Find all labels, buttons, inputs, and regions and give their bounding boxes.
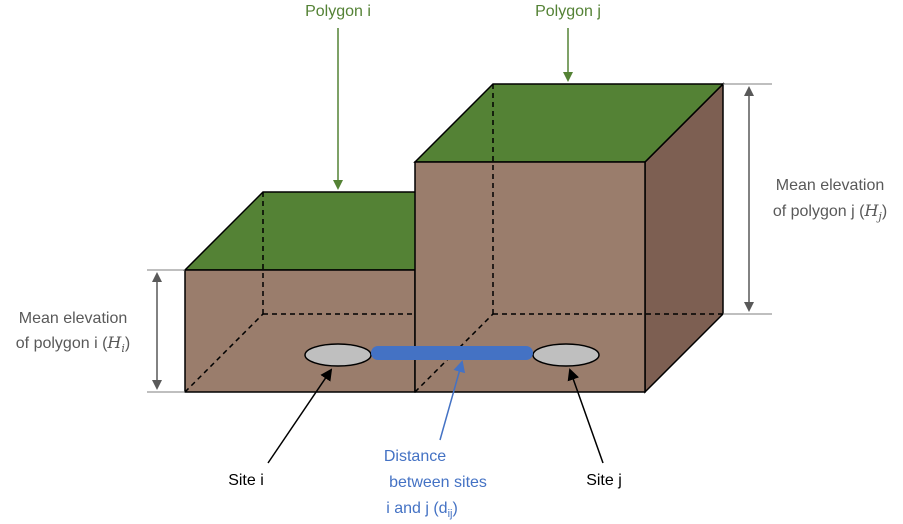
elevation-i-label-line1: Mean elevation [19,310,128,327]
polygon-i-label: Polygon i [305,3,371,20]
elevation-i-label-line2: of polygon i (Hi) [16,333,130,355]
distance-arrow [439,360,466,441]
site-i-arrow [267,368,333,464]
polygon-j-label: Polygon j [535,3,601,20]
site-j-arrow [567,368,604,464]
block-i-front-face [184,269,416,393]
elevation-j-label-line1: Mean elevation [776,177,885,194]
site-j-marker [532,343,600,367]
site-i-marker [304,343,372,367]
site-i-label: Site i [228,472,264,489]
distance-label-line1: Distance [384,448,446,465]
distance-label-line3: i and j (dij) [386,500,458,520]
elevation-j-label-line2: of polygon j (Hj) [773,201,887,223]
distance-label-line2: between sites [389,474,487,491]
site-j-label: Site j [586,472,622,489]
